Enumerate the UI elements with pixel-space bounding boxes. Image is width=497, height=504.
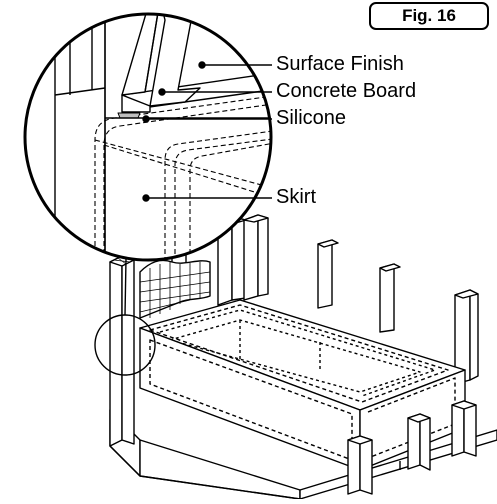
callout-leaders xyxy=(142,61,272,202)
tub xyxy=(139,299,466,471)
wall-board xyxy=(139,259,211,319)
figure-number-badge: Fig. 16 xyxy=(369,2,489,30)
detail-indicator-circle xyxy=(94,258,156,376)
framing-and-tub xyxy=(109,214,497,500)
concrete-board-label: Concrete Board xyxy=(276,80,417,102)
surface-finish-label: Surface Finish xyxy=(276,53,404,75)
skirt-label: Skirt xyxy=(276,186,316,208)
silicone-label: Silicone xyxy=(276,107,347,129)
